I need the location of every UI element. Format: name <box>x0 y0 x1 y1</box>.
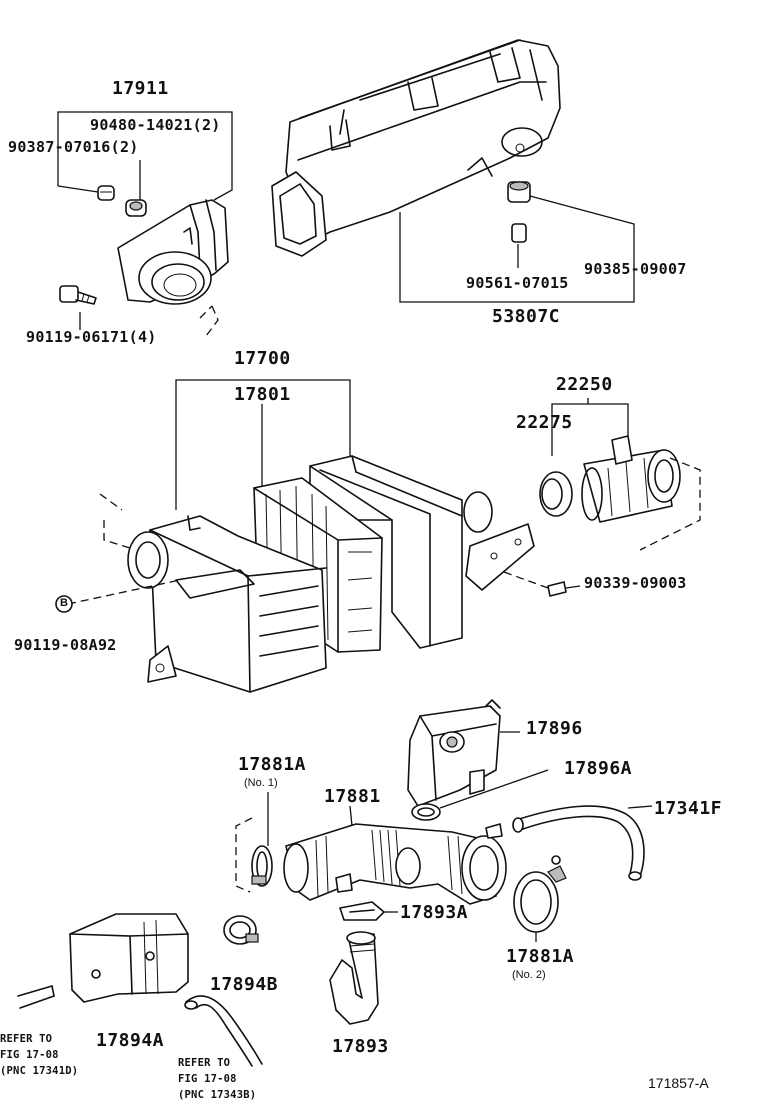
air-connector-17911 <box>117 199 229 305</box>
part-number-17881A-no1: 17881A <box>238 754 307 775</box>
part-number-90339-09003: 90339-09003 <box>584 574 687 592</box>
air-cleaner-hose-17881 <box>283 823 507 905</box>
hose-ref-17343B <box>184 995 263 1067</box>
clamp-17893A <box>339 901 385 921</box>
grommet-90385 <box>507 181 531 203</box>
part-number-17894A: 17894A <box>96 1030 165 1051</box>
part-number-90387-07016: 90387-07016(2) <box>8 138 139 156</box>
part-number-90385-09007: 90385-09007 <box>584 260 687 278</box>
gasket-22275 <box>539 471 573 517</box>
bolt-marker-b: B <box>60 597 68 609</box>
part-number-90119-06171: 90119-06171(4) <box>26 328 157 346</box>
part-number-90480-14021: 90480-14021(2) <box>90 116 221 134</box>
hose-17893 <box>329 931 379 1025</box>
refer-note-2-line1: REFER TO <box>178 1057 231 1069</box>
refer-note-2-line2: FIG 17-08 <box>178 1073 237 1085</box>
air-cleaner-cover <box>309 455 535 649</box>
resonator-17896 <box>407 699 501 807</box>
air-flow-meter-22250 <box>581 435 681 523</box>
stud-90387 <box>97 185 115 201</box>
part-note-no2: (No. 2) <box>512 969 546 981</box>
air-intake-duct-53807C <box>271 39 561 257</box>
hose-clamp-17881A-no2 <box>513 855 567 933</box>
part-number-17893: 17893 <box>332 1036 389 1057</box>
part-number-53807C: 53807C <box>492 306 561 327</box>
hose-clamp-17881A-no1 <box>251 845 273 887</box>
nut-90480 <box>125 199 147 217</box>
part-number-22275: 22275 <box>516 412 573 433</box>
refer-note-1-line2: FIG 17-08 <box>0 1049 59 1061</box>
refer-note-2-line3: (PNC 17343B) <box>178 1089 257 1101</box>
refer-note-1-line1: REFER TO <box>0 1033 53 1045</box>
part-number-90561-07015: 90561-07015 <box>466 274 569 292</box>
part-number-17700: 17700 <box>234 348 291 369</box>
part-number-17894B: 17894B <box>210 974 279 995</box>
part-number-17881A-no2: 17881A <box>506 946 575 967</box>
part-number-22250: 22250 <box>556 374 613 395</box>
part-number-90119-08A92: 90119-08A92 <box>14 636 117 654</box>
clamp-17894B <box>223 915 259 945</box>
resonator-17894A <box>69 913 189 1003</box>
part-note-no1: (No. 1) <box>244 777 278 789</box>
refer-note-1-line3: (PNC 17341D) <box>0 1065 79 1077</box>
part-number-17341F: 17341F <box>654 798 723 819</box>
hose-ref-17341D <box>17 985 55 1009</box>
figure-id: 171857-A <box>648 1075 709 1091</box>
part-number-17896A: 17896A <box>564 758 633 779</box>
hose-17341F <box>512 805 645 881</box>
bolt-90119-06171 <box>59 285 97 305</box>
screw-90339 <box>547 581 567 597</box>
part-number-17896: 17896 <box>526 718 583 739</box>
clip-90561 <box>511 223 527 243</box>
air-cleaner-case <box>127 515 327 693</box>
part-number-17881: 17881 <box>324 786 381 807</box>
part-number-17911: 17911 <box>112 78 169 99</box>
part-number-17801: 17801 <box>234 384 291 405</box>
clamp-17896A <box>411 803 441 821</box>
part-number-17893A: 17893A <box>400 902 469 923</box>
